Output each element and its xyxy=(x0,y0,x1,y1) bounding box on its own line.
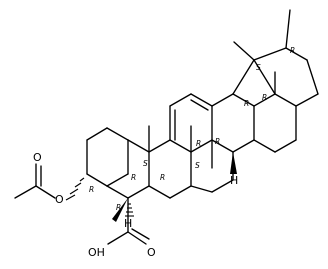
atom-label-hydroxyl: OH xyxy=(88,246,105,259)
stereo-label-c20: R xyxy=(290,46,295,55)
stereo-label-c13: R xyxy=(215,137,220,146)
ring-a-bonds xyxy=(86,127,129,187)
stereo-label-c19: S xyxy=(256,63,261,72)
atom-label-o-carbonyl-acid: O xyxy=(147,246,156,259)
hash-bond-c5-h xyxy=(125,203,134,217)
stereo-label-c8: R xyxy=(196,139,201,148)
wedge-bond-c4-methyl xyxy=(112,198,128,222)
stereo-label-c17: R xyxy=(262,93,267,102)
stereo-label-c10: S xyxy=(143,159,148,168)
ring-b-bonds xyxy=(106,139,150,199)
stereo-label-c5: R xyxy=(131,173,136,182)
stereo-label-c9: R xyxy=(160,173,165,182)
atom-label-h-c18: H xyxy=(230,174,238,187)
stereo-label-c18: R xyxy=(244,99,249,108)
ring-d-bonds xyxy=(148,151,192,199)
carboxyl-bonds xyxy=(107,197,150,245)
ring-e-bonds xyxy=(211,93,255,153)
stereo-label-c4: R xyxy=(116,203,121,212)
ring-top-bonds xyxy=(232,47,319,153)
acetoxy-bonds xyxy=(14,163,56,199)
methyl-bonds xyxy=(148,9,291,169)
wedge-bond-c18-h xyxy=(230,152,237,174)
stereo-label-c14: S xyxy=(195,161,200,170)
stereo-label-c3: R xyxy=(89,185,94,194)
atom-label-o-carbonyl-acetate: O xyxy=(33,151,42,164)
hash-bond-c3-o xyxy=(65,177,85,201)
atom-label-o-ester: O xyxy=(55,193,64,206)
atom-label-h-c5: H xyxy=(124,217,132,230)
ring-c-bonds xyxy=(148,93,213,153)
